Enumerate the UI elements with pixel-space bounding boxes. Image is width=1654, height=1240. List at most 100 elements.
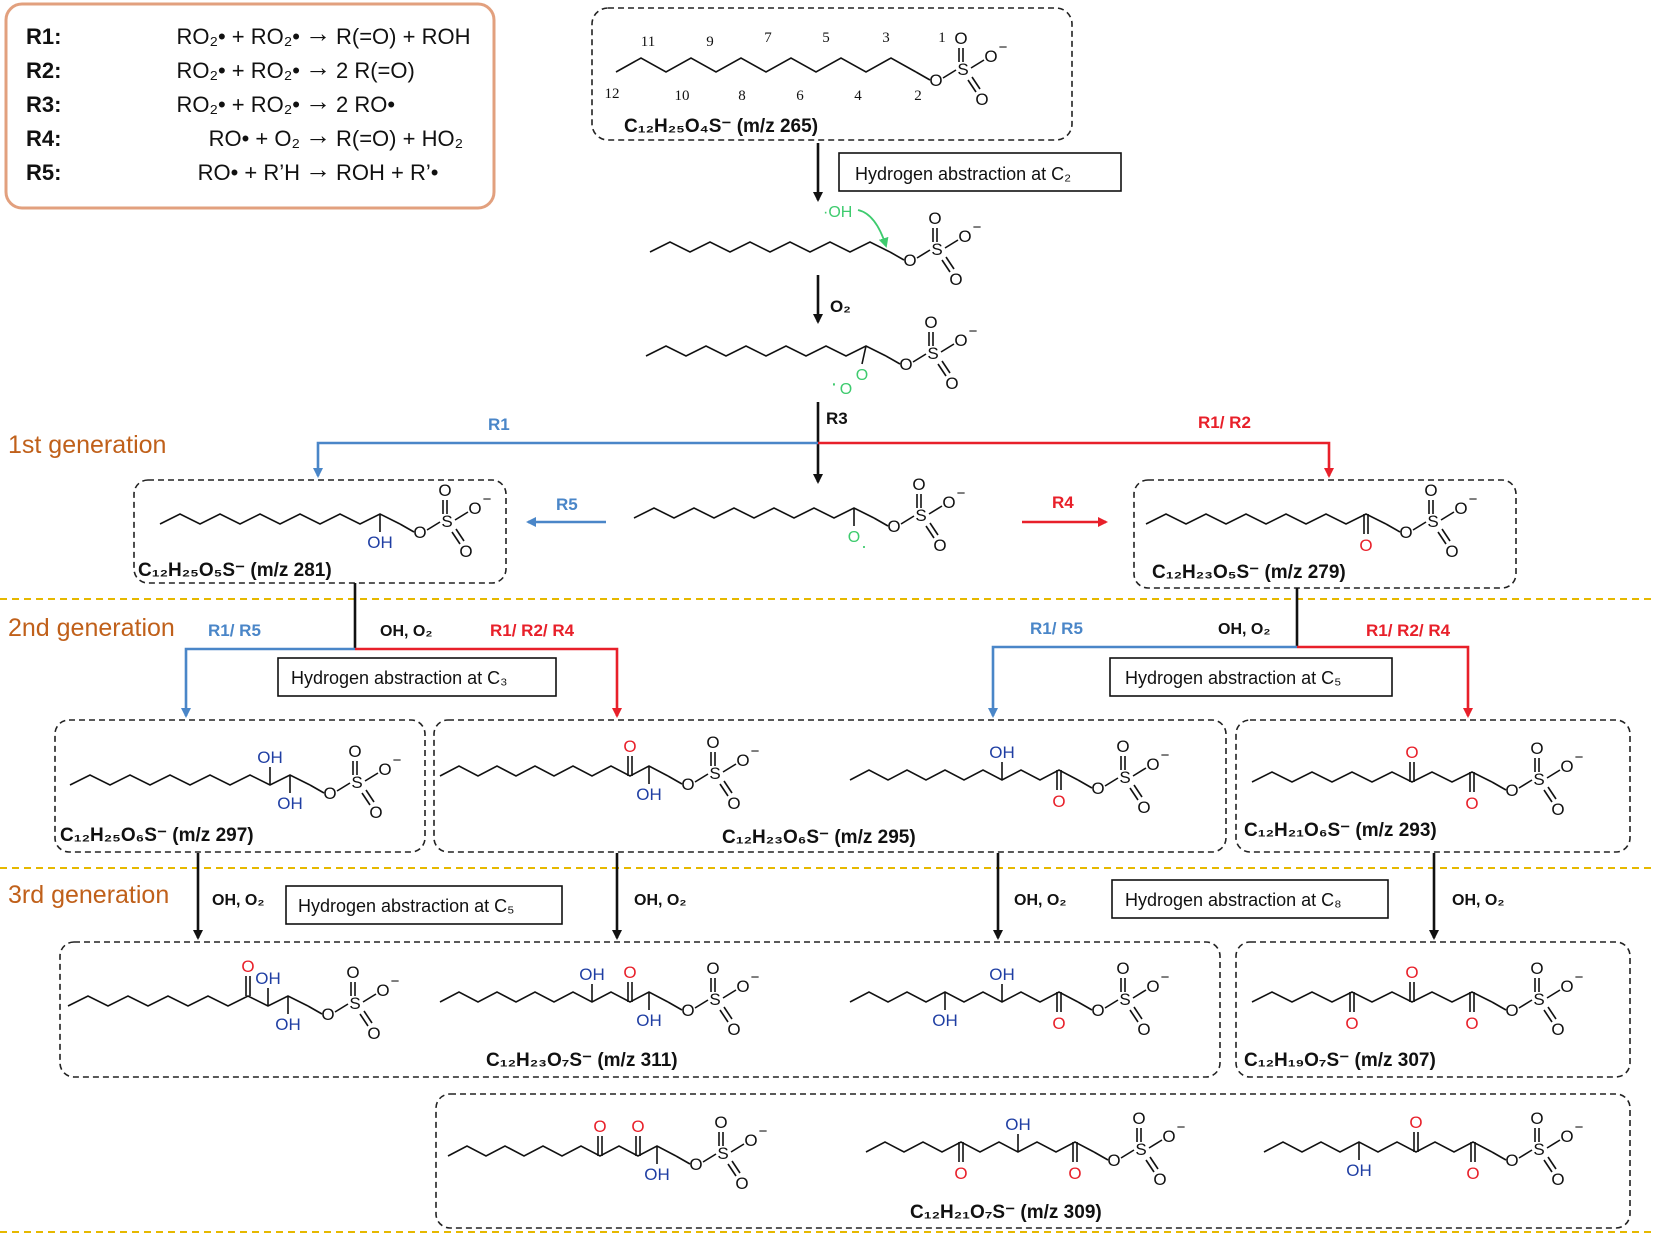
hydroxyl-label: OH — [255, 969, 281, 988]
carbonyl-oxygen: O — [1345, 1014, 1358, 1033]
atom-label: O — [1399, 523, 1412, 542]
box-g3-a — [59, 941, 1221, 1078]
carbonyl-oxygen: O — [1465, 794, 1478, 813]
generation-label-3: 3rd generation — [8, 881, 169, 909]
atom-label: O — [1560, 1127, 1573, 1146]
carbon-number: 3 — [882, 30, 890, 46]
carbon-number: 6 — [796, 88, 804, 104]
atom-label: O — [949, 270, 962, 289]
atom-label: O — [1116, 959, 1129, 978]
legend-id: R5: — [26, 160, 61, 185]
atom-label: O — [856, 367, 868, 384]
atom-label: S — [441, 512, 452, 531]
atom-label: − — [751, 743, 760, 760]
atom-label: O — [933, 536, 946, 555]
hydroxyl-label: OH — [1005, 1115, 1031, 1134]
atom-label: − — [973, 219, 982, 236]
legend-rhs: R(=O) + HO₂ — [336, 126, 463, 151]
label-r1-r2: R1/ R2 — [1198, 413, 1251, 432]
label-h-abs-c5-top: Hydrogen abstraction at C₅ — [1125, 668, 1341, 688]
arrow-r1-branch — [313, 441, 818, 478]
atom-label: O — [1454, 499, 1467, 518]
atom-label: − — [759, 1123, 768, 1140]
legend-arrow: → — [305, 52, 331, 82]
atom-label: O — [1424, 481, 1437, 500]
carbon-chain — [865, 1141, 1095, 1153]
carbon-number: 10 — [675, 88, 690, 104]
arrow-r1r2-branch — [818, 441, 1334, 478]
legend-rhs: 2 R(=O) — [336, 58, 415, 83]
label-r5: R5 — [556, 495, 578, 514]
hydroxyl-label: OH — [636, 785, 662, 804]
atom-label: O — [706, 959, 719, 978]
box-g2-b — [433, 719, 1227, 853]
generation-separators — [0, 598, 1654, 1233]
legend-row-r2: R2:RO₂• + RO₂•→2 R(=O) — [26, 52, 415, 83]
atom-label: O — [912, 475, 925, 494]
hydroxyl-label: OH — [636, 1011, 662, 1030]
legend-row-r5: R5:RO• + R’H→ROH + R’• — [26, 154, 438, 185]
atom-label: O — [928, 209, 941, 228]
atom-label: O — [689, 1155, 702, 1174]
carbon-number: 8 — [738, 88, 746, 104]
atom-label: O — [954, 29, 967, 48]
label-oh-o2-g2b2: OH, O₂ — [1014, 892, 1066, 909]
label-h-abs-c8: Hydrogen abstraction at C₈ — [1125, 890, 1342, 910]
carbonyl-oxygen: O — [1405, 963, 1418, 982]
carbon-chain — [849, 769, 1079, 781]
carbonyl-oxygen: O — [1052, 1014, 1065, 1033]
atom-label: S — [931, 240, 942, 259]
hydroxyl-label: OH — [367, 533, 393, 552]
atom-label: S — [915, 506, 926, 525]
atom-label: O — [1505, 1151, 1518, 1170]
caption-parent: C₁₂H₂₅O₄S⁻ (m/z 265) — [624, 116, 818, 137]
carbon-chain — [1251, 771, 1493, 783]
atom-label: O — [1560, 977, 1573, 996]
carbon-chain — [615, 57, 917, 73]
legend-lhs: RO• + R’H — [198, 160, 300, 185]
atom-label: O — [369, 803, 382, 822]
atom-label: O — [378, 760, 391, 779]
atom-label: O — [1137, 1020, 1150, 1039]
legend-row-r3: R3:RO₂• + RO₂•→2 RO• — [26, 86, 395, 117]
arrow-g1r-blue — [988, 645, 1297, 718]
carbon-number: 11 — [641, 34, 655, 50]
radical-marks: ·OH — [823, 204, 889, 248]
label-r1-r2-r4-right: R1/ R2/ R4 — [1366, 621, 1451, 640]
hydroxyl-label: OH — [277, 794, 303, 813]
carbonyl-oxygen: O — [1405, 743, 1418, 762]
carbon-chain — [849, 991, 1079, 1003]
atom-label: O — [727, 1020, 740, 1039]
hydroxyl-label: OH — [932, 1011, 958, 1030]
sulfate-group — [1491, 978, 1561, 1023]
box-g1-right — [1133, 479, 1517, 589]
sulfate-group — [675, 1132, 745, 1177]
legend-id: R3: — [26, 92, 61, 117]
atom-label: O — [1116, 737, 1129, 756]
atom-label: O — [1551, 1170, 1564, 1189]
label-oh-o2-g1r: OH, O₂ — [1218, 621, 1270, 638]
atom-label: − — [1575, 1119, 1584, 1136]
box-g3-c — [435, 1093, 1631, 1229]
atom-label: O — [348, 742, 361, 761]
carbonyl-oxygen: O — [1466, 1164, 1479, 1183]
carbon-chain — [439, 991, 669, 1003]
atom-label: O — [924, 313, 937, 332]
caption-g2-b: C₁₂H₂₃O₆S⁻ (m/z 295) — [722, 827, 916, 848]
atom-label: O — [1530, 739, 1543, 758]
carbon-number: 1 — [938, 30, 946, 46]
carbon-chain — [159, 513, 401, 525]
atom-label: S — [1119, 768, 1130, 787]
atom-label: − — [957, 485, 966, 502]
product-boxes — [54, 7, 1631, 1229]
legend-arrow: → — [305, 86, 331, 116]
atom-label: O — [903, 251, 916, 270]
sulfate-group — [873, 494, 943, 539]
label-r1-r5-left: R1/ R5 — [208, 621, 261, 640]
atom-label: − — [751, 969, 760, 986]
atom-label: O — [1162, 1127, 1175, 1146]
atom-label: O — [1530, 1109, 1543, 1128]
carbonyl-oxygen: O — [631, 1117, 644, 1136]
